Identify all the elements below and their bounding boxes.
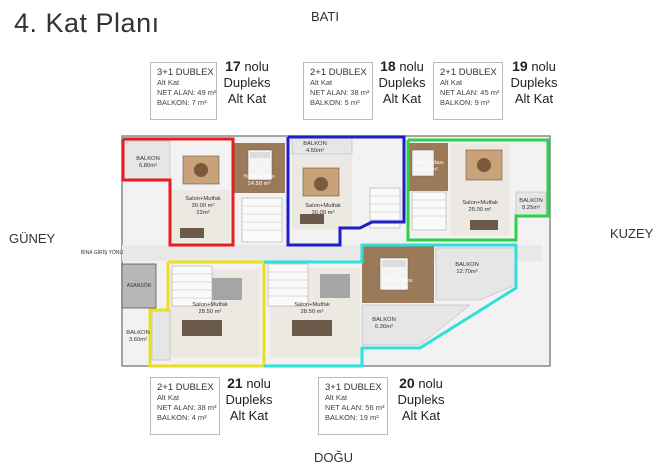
unit-21-info: 2+1 DUBLEX Alt Kat NET ALAN: 38 m² BALKO… bbox=[150, 377, 220, 435]
elevator-label: ASANSÖR bbox=[126, 283, 152, 289]
unit-20-outline bbox=[264, 243, 518, 368]
page-title: 4. Kat Planı bbox=[14, 8, 160, 38]
furniture bbox=[180, 149, 503, 336]
unit-17-info: 3+1 DUBLEX Alt Kat NET ALAN: 49 m² BALKO… bbox=[150, 62, 217, 120]
unit-17-outline bbox=[121, 137, 235, 247]
elevator bbox=[121, 263, 157, 309]
building-entrance-label: BİNA GİRİŞ YÖNÜ bbox=[80, 250, 124, 256]
compass-south: DOĞU bbox=[314, 450, 353, 465]
compass-east: KUZEY bbox=[610, 226, 654, 241]
unit-19-info: 2+1 DUBLEX Alt Kat NET ALAN: 45 m² BALKO… bbox=[433, 62, 503, 120]
unit-18-outline bbox=[286, 135, 406, 247]
compass-north: BATI bbox=[311, 9, 339, 24]
compass-west: GÜNEY bbox=[9, 231, 56, 246]
unit-18-info: 2+1 DUBLEX Alt Kat NET ALAN: 38 m² BALKO… bbox=[303, 62, 373, 120]
unit-19-outline bbox=[406, 138, 550, 242]
unit-20-info: 3+1 DUBLEX Alt Kat NET ALAN: 56 m² BALKO… bbox=[318, 377, 388, 435]
